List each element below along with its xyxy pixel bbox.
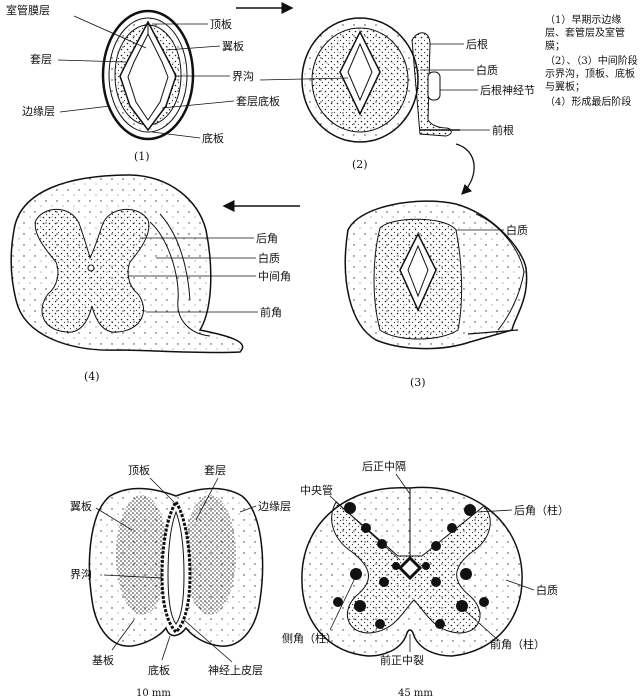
bl-sulcus-label: 界沟 <box>70 568 92 581</box>
p2-number: (2) <box>352 158 368 171</box>
p1-mantle-label: 套层 <box>30 53 52 66</box>
stage-1-diagram <box>101 9 195 141</box>
p2-ventral-root-label: 前根 <box>492 123 514 137</box>
note-3: （4）形成最后阶段 <box>545 97 632 108</box>
p1-floor-label: 底板 <box>202 131 224 145</box>
br-anterior-fissure-label: 前正中裂 <box>380 653 424 667</box>
bl-marginal-label: 边缘层 <box>258 500 291 513</box>
p4-ventral-horn-label: 前角 <box>260 305 282 319</box>
p1-alar-label: 翼板 <box>222 39 244 53</box>
br-central-canal-label: 中央管 <box>300 483 333 497</box>
p2-ganglion-label: 后根神经节 <box>480 83 535 97</box>
cross-section-45mm <box>301 486 523 657</box>
bl-alar-label: 翼板 <box>70 499 92 513</box>
bl-neuroepithelium-label: 神经上皮层 <box>208 663 263 677</box>
br-dorsal-horn-label: 后角（柱） <box>514 503 569 517</box>
p1-ventricular-label: 室管膜层 <box>6 3 50 17</box>
p4-white-label: 白质 <box>258 251 280 265</box>
stage-notes: （1）早期示边缘层、套管层及室管膜； （2）、（3）中间阶段示界沟，顶板、底板与… <box>545 14 641 111</box>
p4-dorsal-horn-label: 后角 <box>256 232 278 245</box>
stage-2-diagram <box>301 17 460 143</box>
br-scale-label: 45 mm <box>398 688 433 699</box>
p2-dorsal-root-label: 后根 <box>466 37 488 51</box>
p1-marginal-label: 边缘层 <box>22 105 55 118</box>
p1-mantle-basal-label: 套层底板 <box>236 94 280 108</box>
p1-roof-label: 顶板 <box>210 17 232 31</box>
p3-white-label: 白质 <box>506 223 528 237</box>
bl-floor-label: 底板 <box>148 663 170 677</box>
stage-4-diagram <box>10 174 244 354</box>
p3-number: (3) <box>410 376 426 389</box>
stage-3-diagram <box>344 200 528 350</box>
p4-number: (4) <box>84 370 100 383</box>
cross-section-10mm <box>88 487 264 647</box>
note-1: （1）早期示边缘层、套管层及室管膜； <box>545 15 625 52</box>
p1-sulcus-label: 界沟 <box>232 70 254 83</box>
p2-white-label: 白质 <box>476 63 498 77</box>
arrow-stage-2-to-3 <box>455 143 475 195</box>
br-lateral-horn-label: 侧角（柱） <box>282 631 337 645</box>
p1-number: (1) <box>134 150 150 163</box>
bl-scale-label: 10 mm <box>136 688 171 699</box>
p4-intermediate-horn-label: 中间角 <box>258 270 291 283</box>
bl-basal-label: 基板 <box>92 653 114 667</box>
br-posterior-septum-label: 后正中隔 <box>362 460 406 473</box>
br-ventral-horn-label: 前角（柱） <box>490 637 545 651</box>
note-2: （2）、（3）中间阶段示界沟，顶板、底板与翼板； <box>545 56 638 93</box>
br-white-label: 白质 <box>536 583 558 597</box>
bl-mantle-label: 套层 <box>204 464 226 477</box>
bl-roof-label: 顶板 <box>128 463 150 477</box>
